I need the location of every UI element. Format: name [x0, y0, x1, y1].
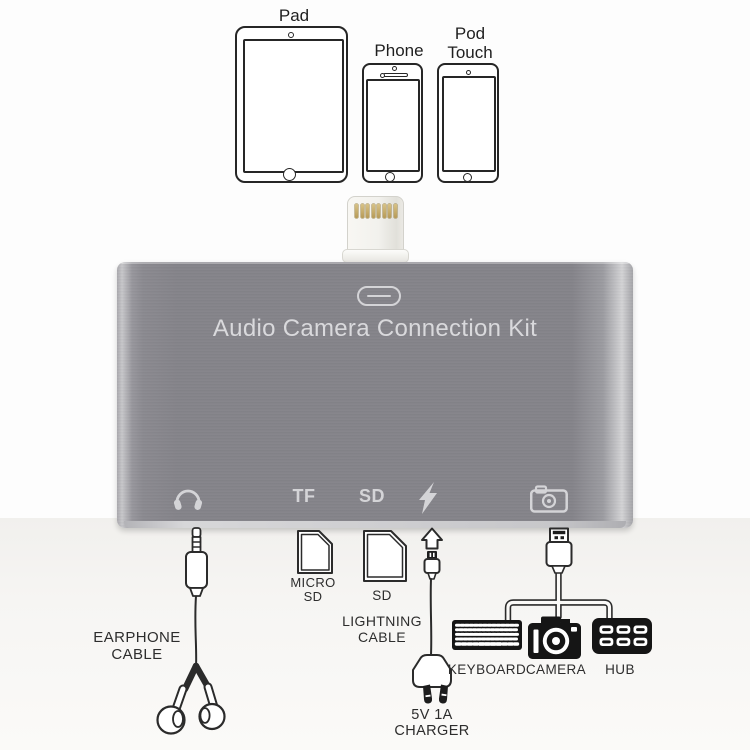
pad-camera-dot	[288, 31, 294, 38]
pin	[371, 204, 375, 218]
phone-earpiece-dot	[380, 72, 385, 78]
adapter-title: Audio Camera Connection Kit	[212, 315, 538, 342]
pill-line	[367, 294, 391, 298]
pin	[355, 204, 359, 218]
pin	[366, 204, 370, 218]
pin	[382, 204, 386, 218]
pod-camera-dot	[465, 69, 471, 75]
pad-label: Pad	[278, 6, 310, 25]
headphone-icon	[173, 489, 203, 510]
charger-label: 5V 1A CHARGER	[394, 707, 470, 739]
camera-label: CAMERA	[525, 662, 587, 677]
lightning-cable-label: LIGHTNING CABLE	[342, 613, 422, 645]
phone-camera-dot	[392, 66, 397, 71]
pad-outline	[235, 26, 348, 183]
lightning-pins	[355, 204, 397, 218]
lightning-bolt-icon	[419, 482, 437, 514]
camera-port-icon	[530, 485, 568, 513]
lightning-connector-base	[342, 249, 409, 263]
pin	[360, 204, 364, 218]
phone-earpiece-icon	[383, 73, 408, 77]
pad-home-button	[282, 168, 296, 181]
sd-port-label: SD	[358, 486, 385, 506]
pod-home-button	[463, 172, 472, 182]
micro-sd-label: MICRO SD	[290, 575, 336, 604]
phone-label: Phone	[374, 41, 424, 60]
pin	[388, 204, 392, 218]
phone-outline	[362, 63, 423, 183]
tf-port-label: TF	[292, 486, 316, 506]
pad-screen	[243, 39, 344, 173]
pin	[377, 204, 381, 218]
keyboard-label: KEYBOARD	[447, 662, 527, 677]
earphone-cable-label: EARPHONE CABLE	[93, 629, 181, 663]
pod-screen	[442, 76, 496, 172]
adapter-body: Audio Camera Connection Kit TF SD	[117, 262, 633, 528]
phone-screen	[366, 79, 420, 172]
hub-label: HUB	[605, 662, 635, 677]
pod-touch-outline	[437, 63, 499, 183]
phone-home-button	[385, 172, 395, 182]
sd-card-label: SD	[372, 588, 392, 603]
lightning-connector	[347, 196, 404, 254]
lightning-port-icon	[357, 286, 401, 306]
pin	[393, 204, 397, 218]
pod-touch-label: Pod Touch	[447, 24, 493, 62]
